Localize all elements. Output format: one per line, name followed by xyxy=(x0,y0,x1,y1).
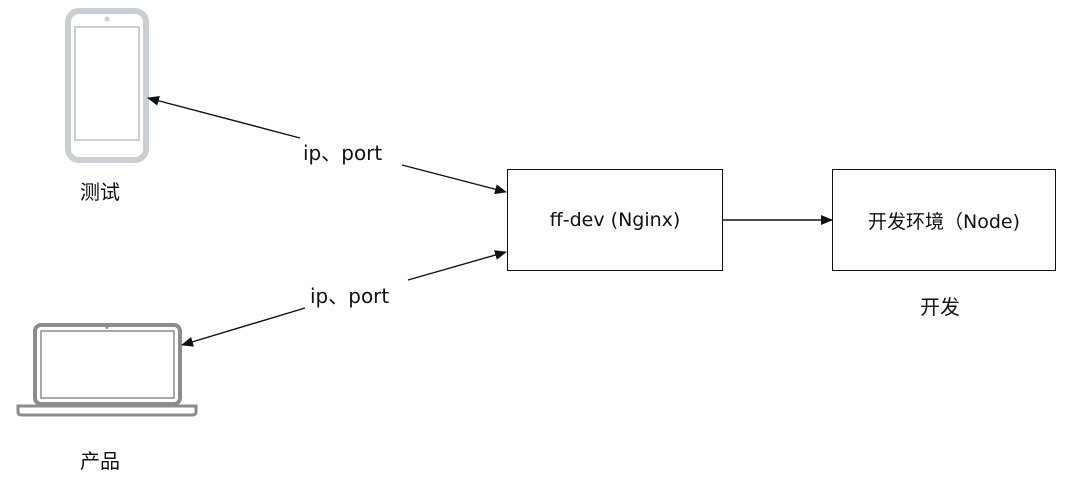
edge-laptop-nginx-to-nginx xyxy=(407,250,507,281)
edge-phone-nginx-to-phone xyxy=(147,95,301,139)
edge-label-phone-nginx: ip、port xyxy=(303,141,383,165)
edge-label-laptop-nginx: ip、port xyxy=(310,284,390,308)
phone-icon xyxy=(65,8,149,163)
laptop-label: 产品 xyxy=(80,449,120,473)
node-box-label: 开发环境（Node) xyxy=(867,210,1020,233)
edge-phone-nginx-to-nginx xyxy=(401,164,507,195)
node-caption: 开发 xyxy=(920,295,960,319)
nginx-box-label: ff-dev (Nginx) xyxy=(549,209,681,231)
phone-label: 测试 xyxy=(80,180,120,204)
edge-laptop-nginx-to-laptop xyxy=(181,307,306,347)
laptop-icon xyxy=(16,323,198,417)
node-box: 开发环境（Node) xyxy=(832,169,1056,271)
nginx-box: ff-dev (Nginx) xyxy=(507,169,723,271)
